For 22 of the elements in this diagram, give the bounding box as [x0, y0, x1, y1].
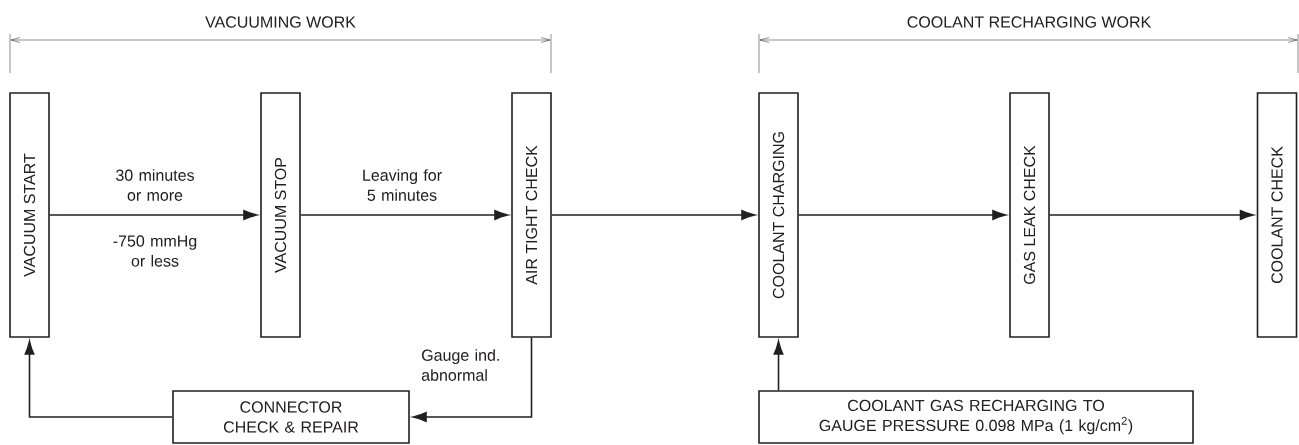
process-box: COOLANT CHECK [1256, 92, 1298, 338]
arrow [300, 210, 509, 220]
arrow [49, 210, 258, 220]
dimension-label: COOLANT RECHARGING WORK [907, 16, 1152, 28]
arrow [773, 340, 784, 391]
arrow [551, 210, 756, 220]
arrow [1049, 210, 1254, 220]
annotation: -750 mmHg or less [113, 235, 197, 267]
process-box: VACUUM START [9, 92, 50, 338]
edge-label: Gauge ind. abnormal [421, 349, 499, 381]
process-box: AIR TIGHT CHECK [511, 92, 552, 338]
process-box: VACUUM STOP [260, 92, 301, 338]
arrow [412, 337, 533, 422]
arrow [24, 340, 173, 418]
process-box: COOLANT CHARGING [758, 92, 799, 338]
process-box: GAS LEAK CHECK [1009, 92, 1050, 338]
process-box: CONNECTOR CHECK & REPAIR [172, 390, 410, 444]
process-box: COOLANT GAS RECHARGING TO GAUGE PRESSURE 0.098 MPa (1 kg/cm$^{2}$) [758, 390, 1194, 444]
edge-label: 30 minutes or more [116, 169, 194, 201]
dimension-label: VACUUMING WORK [205, 16, 356, 28]
edge-label: Leaving for 5 minutes [363, 169, 442, 201]
arrow [798, 210, 1007, 220]
